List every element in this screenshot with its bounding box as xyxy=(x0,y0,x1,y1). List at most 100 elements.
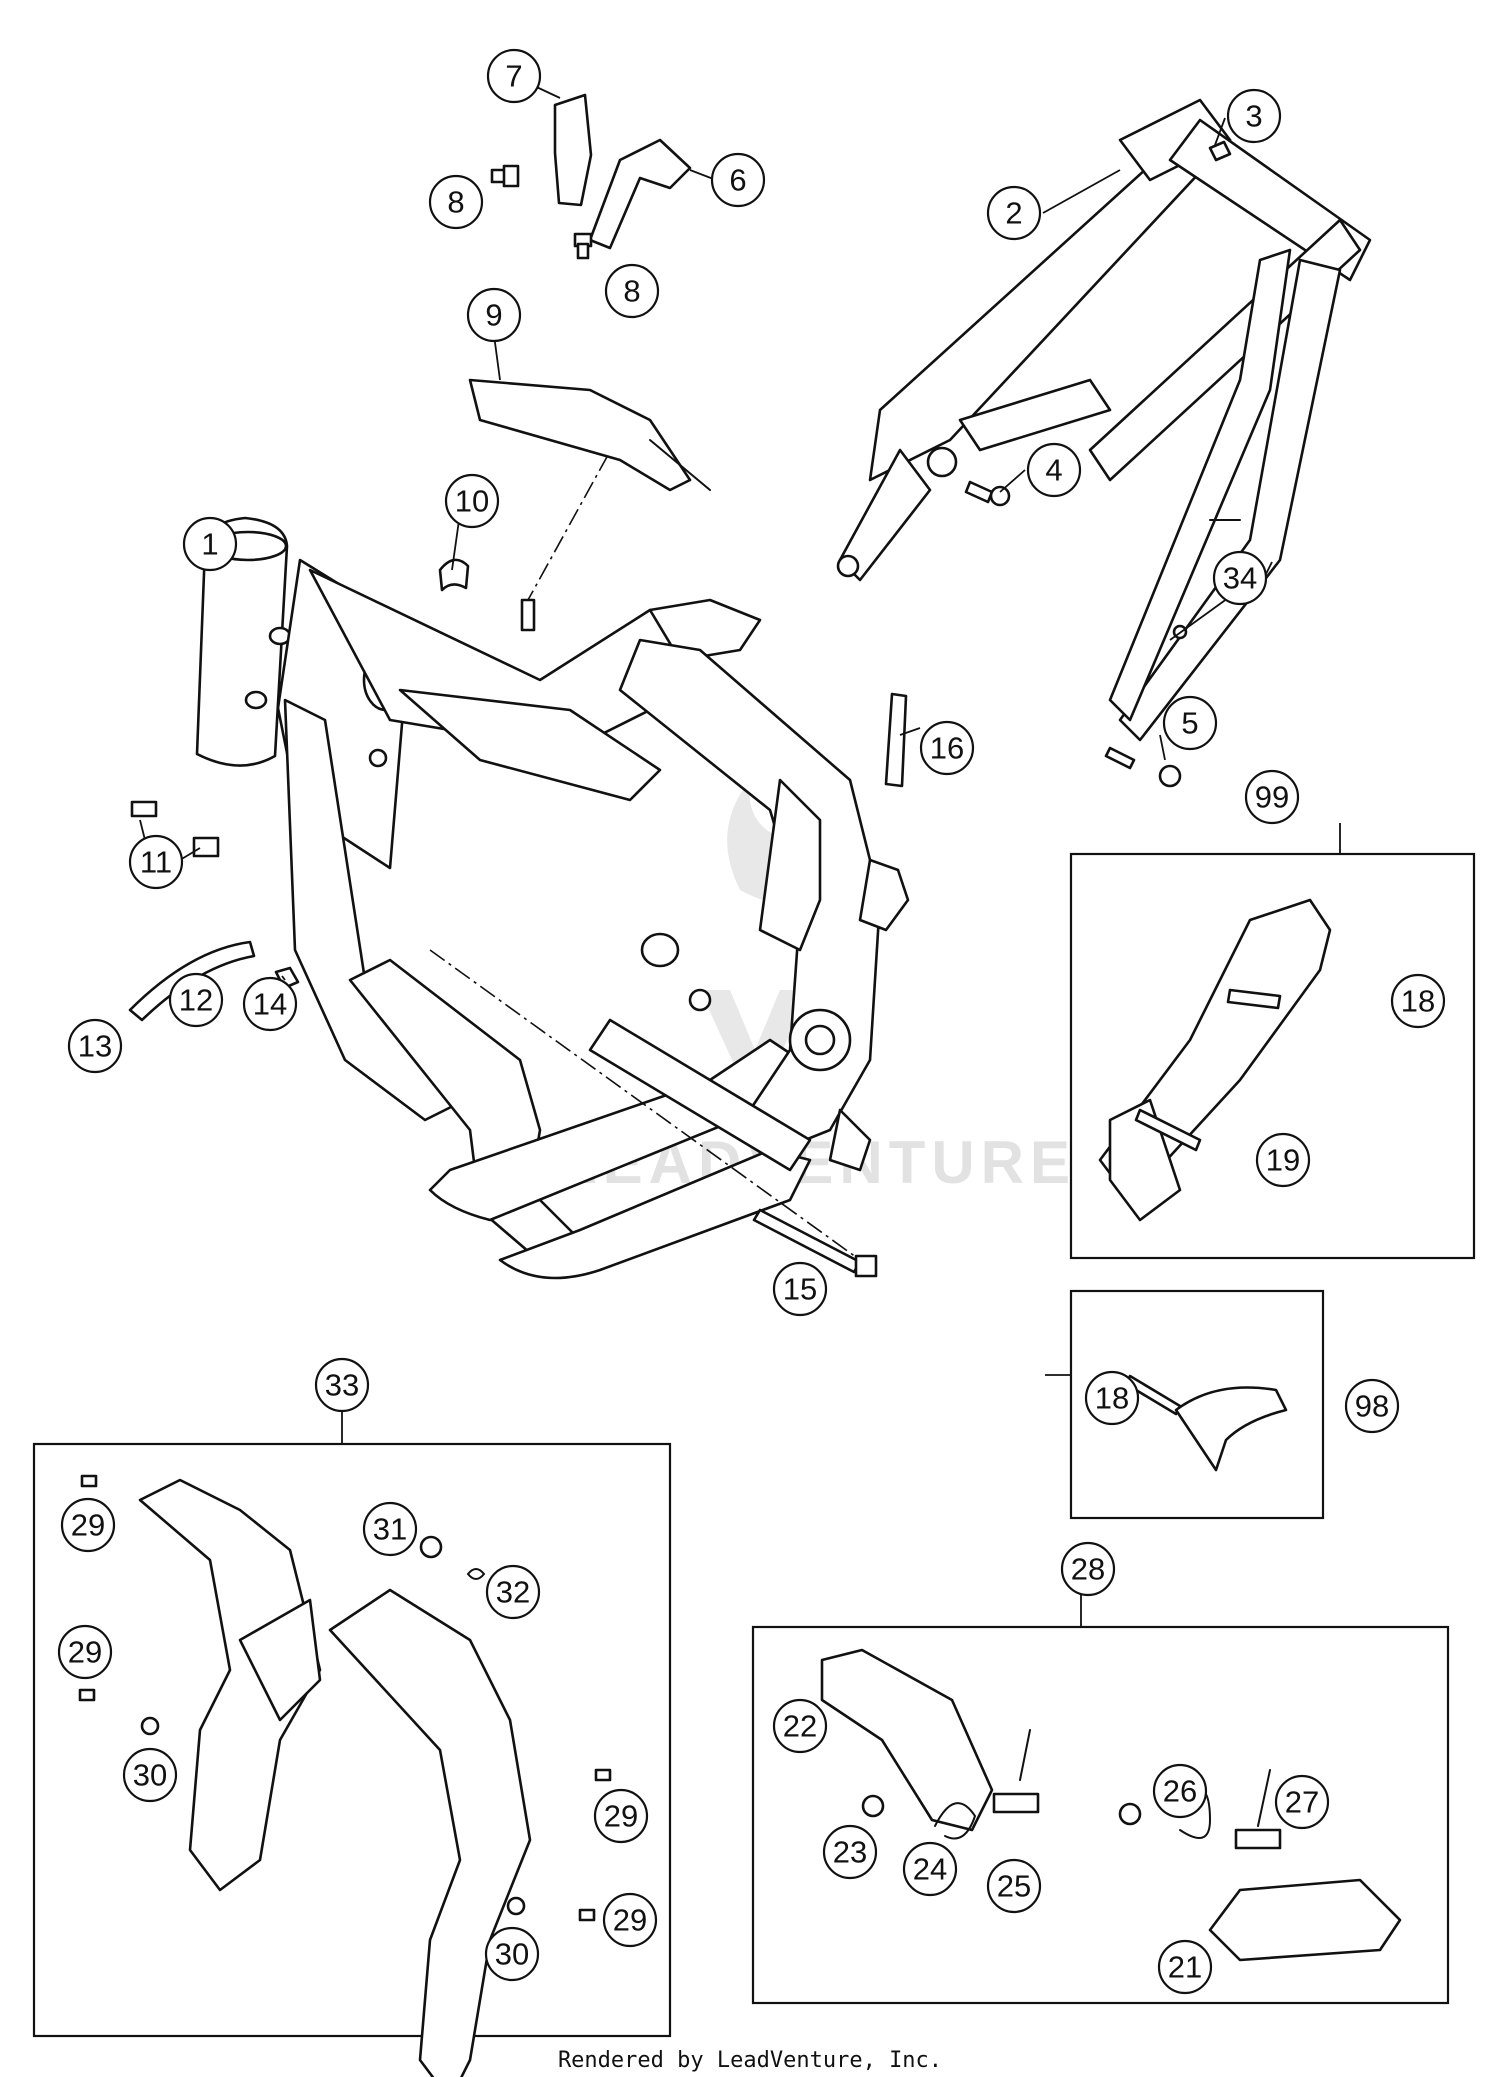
screw-29c xyxy=(594,1768,612,1782)
kit-28-box xyxy=(751,1625,1450,2005)
kit-99-box xyxy=(1069,852,1476,1260)
callout-18b: 18 xyxy=(1084,1370,1140,1426)
svg-text:25: 25 xyxy=(997,1869,1031,1904)
svg-text:8: 8 xyxy=(623,274,640,309)
svg-text:29: 29 xyxy=(71,1508,105,1543)
bolt-8a xyxy=(490,164,520,188)
svg-text:18: 18 xyxy=(1401,984,1435,1019)
callout-28: 28 xyxy=(1060,1541,1116,1597)
svg-text:29: 29 xyxy=(613,1903,647,1938)
bolt-15 xyxy=(752,1208,878,1278)
callout-16: 16 xyxy=(919,720,975,776)
svg-text:1: 1 xyxy=(201,527,218,562)
pin-25b xyxy=(1234,1828,1282,1850)
bracket-16 xyxy=(884,692,908,788)
callout-1: 1 xyxy=(182,516,238,572)
svg-text:15: 15 xyxy=(783,1272,817,1307)
svg-text:18: 18 xyxy=(1095,1381,1129,1416)
washer-23 xyxy=(861,1794,885,1818)
svg-text:29: 29 xyxy=(68,1635,102,1670)
subframe xyxy=(836,98,1372,742)
ring-31 xyxy=(419,1535,443,1559)
frame-guard-right xyxy=(328,1588,532,2077)
kit-33-box xyxy=(32,1442,672,2038)
callout-2: 2 xyxy=(986,185,1042,241)
svg-text:23: 23 xyxy=(833,1835,867,1870)
washer-30b xyxy=(506,1896,526,1916)
bolt-3 xyxy=(1208,140,1232,162)
clip-32 xyxy=(466,1568,486,1580)
bolt-4 xyxy=(964,480,1011,507)
sidestand-foot-98 xyxy=(1124,1374,1288,1472)
callout-31: 31 xyxy=(362,1501,418,1557)
screw-29b xyxy=(78,1688,96,1702)
callout-99: 99 xyxy=(1244,769,1300,825)
svg-text:2: 2 xyxy=(1005,196,1022,231)
cotter-pin-a xyxy=(1019,1729,1031,1781)
washer-23b xyxy=(1118,1802,1142,1826)
pin-25 xyxy=(992,1792,1040,1814)
callout-6: 6 xyxy=(710,152,766,208)
bolt-11 xyxy=(130,800,220,858)
svg-text:30: 30 xyxy=(133,1758,167,1793)
callout-23: 23 xyxy=(822,1824,878,1880)
bolt-5 xyxy=(1104,746,1182,788)
callout-33: 33 xyxy=(314,1357,370,1413)
footpeg-21 xyxy=(1208,1878,1402,1962)
washer-30a xyxy=(140,1716,160,1736)
frame-guard-left xyxy=(138,1478,322,1892)
callout-30a: 30 xyxy=(122,1747,178,1803)
svg-text:6: 6 xyxy=(729,163,746,198)
kit-98-box xyxy=(1069,1289,1325,1520)
bracket-6 xyxy=(588,138,692,250)
callout-30b: 30 xyxy=(484,1926,540,1982)
svg-text:13: 13 xyxy=(78,1029,112,1064)
svg-text:14: 14 xyxy=(253,987,287,1022)
callout-29d: 29 xyxy=(602,1892,658,1948)
svg-text:29: 29 xyxy=(604,1799,638,1834)
svg-text:21: 21 xyxy=(1168,1950,1202,1985)
svg-text:28: 28 xyxy=(1071,1552,1105,1587)
bracket-9 xyxy=(468,378,692,492)
svg-text:27: 27 xyxy=(1285,1785,1319,1820)
callout-25: 25 xyxy=(986,1858,1042,1914)
spring-24 xyxy=(934,1802,977,1840)
cotter-pin-27 xyxy=(1257,1769,1271,1827)
callout-27: 27 xyxy=(1274,1774,1330,1830)
callout-15: 15 xyxy=(772,1261,828,1317)
callout-8a: 8 xyxy=(428,174,484,230)
svg-text:33: 33 xyxy=(325,1368,359,1403)
callout-19: 19 xyxy=(1255,1132,1311,1188)
callout-14: 14 xyxy=(242,976,298,1032)
callout-21: 21 xyxy=(1157,1939,1213,1995)
footpeg-22 xyxy=(820,1648,994,1832)
main-frame xyxy=(195,516,910,1280)
callout-3: 3 xyxy=(1226,88,1282,144)
callout-11: 11 xyxy=(128,834,184,890)
svg-text:99: 99 xyxy=(1255,780,1289,815)
svg-text:10: 10 xyxy=(455,484,489,519)
callout-32: 32 xyxy=(485,1564,541,1620)
screw-29d xyxy=(578,1908,596,1922)
callout-22: 22 xyxy=(772,1698,828,1754)
svg-text:26: 26 xyxy=(1163,1774,1197,1809)
svg-text:7: 7 xyxy=(505,59,522,94)
svg-text:16: 16 xyxy=(930,731,964,766)
svg-text:11: 11 xyxy=(140,845,172,880)
svg-text:24: 24 xyxy=(913,1852,947,1887)
svg-text:98: 98 xyxy=(1355,1389,1389,1424)
svg-text:5: 5 xyxy=(1181,706,1198,741)
callout-29c: 29 xyxy=(593,1788,649,1844)
svg-text:19: 19 xyxy=(1266,1143,1300,1178)
callout-7: 7 xyxy=(486,48,542,104)
clip-10 xyxy=(438,558,470,592)
sidestand-99 xyxy=(1098,898,1332,1222)
svg-text:9: 9 xyxy=(485,298,502,333)
callout-13: 13 xyxy=(67,1018,123,1074)
callout-29a: 29 xyxy=(60,1497,116,1553)
bolt-8b xyxy=(573,232,593,260)
callout-5: 5 xyxy=(1162,695,1218,751)
svg-text:3: 3 xyxy=(1245,99,1262,134)
svg-text:31: 31 xyxy=(373,1512,407,1547)
callout-12: 12 xyxy=(168,972,224,1028)
